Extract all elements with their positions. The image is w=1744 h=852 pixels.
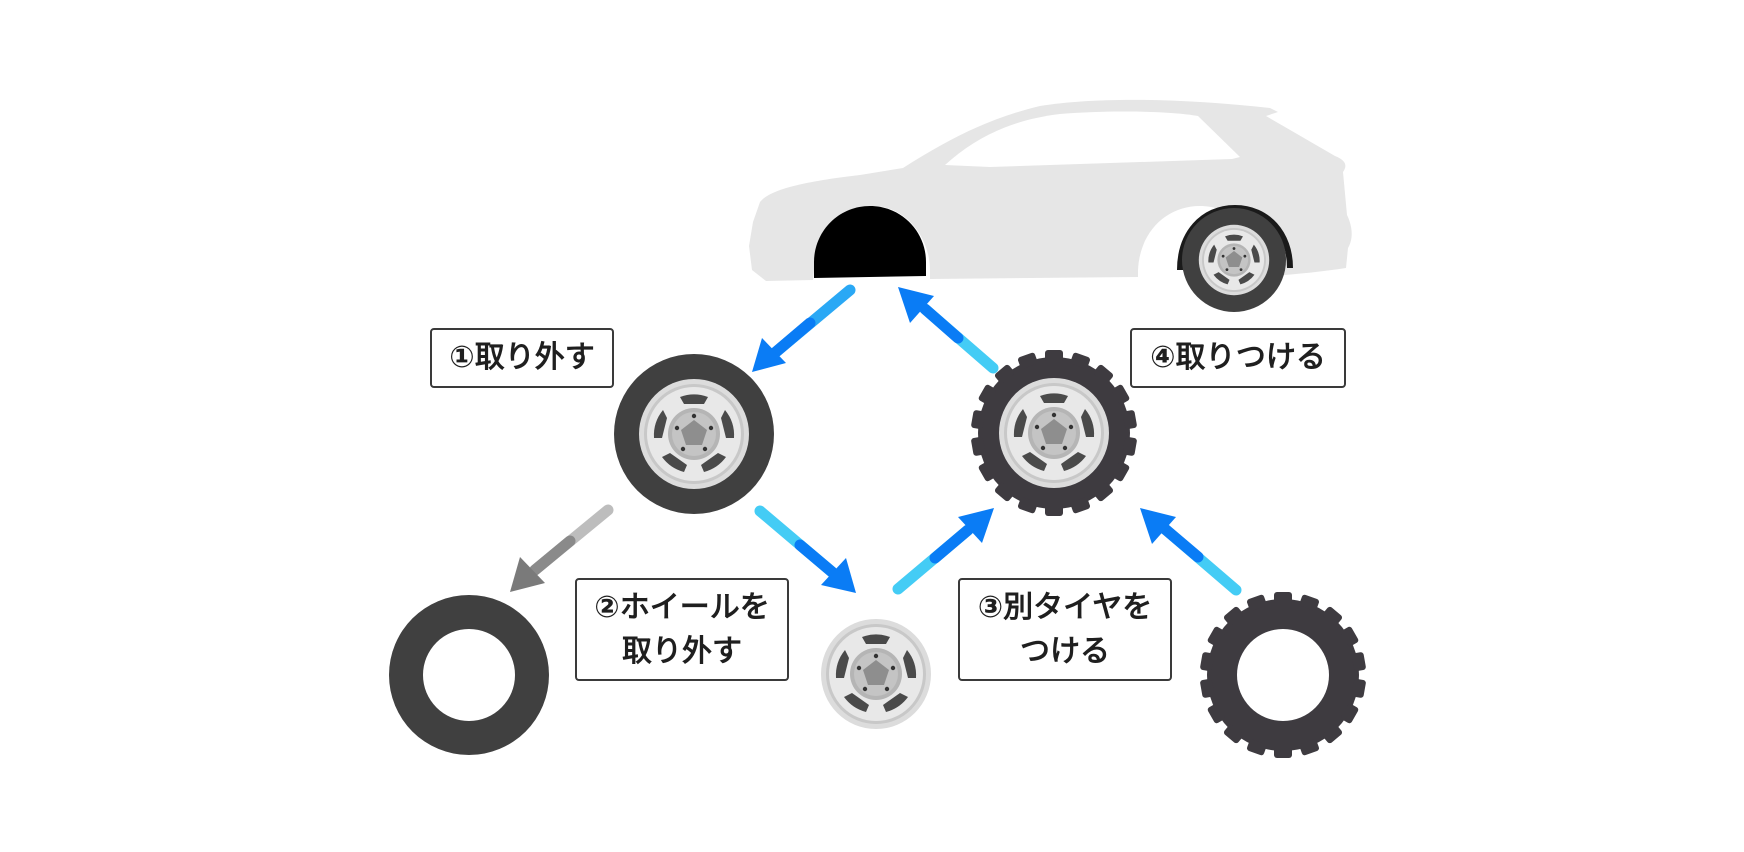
step2-label-line2: 取り外す	[622, 634, 742, 669]
car-window	[945, 111, 1240, 167]
new-wheel-assembled	[970, 350, 1138, 516]
rear-wheel	[1182, 208, 1286, 312]
old-tire	[389, 595, 549, 755]
removed-wheel	[614, 354, 774, 514]
new-tire	[1199, 592, 1367, 758]
arrows	[510, 284, 1242, 596]
step4-label: ④取りつける	[1130, 328, 1346, 388]
front-wheel-well	[814, 206, 926, 278]
step4-label-line1: ④取りつける	[1150, 340, 1326, 375]
arrow-discard-tire	[510, 504, 614, 592]
arrow-install-wheel	[898, 287, 999, 374]
arrow-remove-rim	[754, 505, 856, 593]
step1-label-line1: ①取り外す	[449, 340, 595, 375]
step3-label-line1: ③別タイヤを	[977, 590, 1153, 625]
bare-rim	[821, 619, 931, 729]
arrow-mount-rim	[892, 508, 994, 595]
step3-label: ③別タイヤを つける	[958, 578, 1172, 681]
step2-label-line1: ②ホイールを	[594, 590, 770, 625]
car-silhouette	[749, 99, 1352, 312]
step1-label: ①取り外す	[430, 328, 614, 388]
arrow-mount-new-tire	[1140, 508, 1242, 596]
step2-label: ②ホイールを 取り外す	[575, 578, 789, 681]
step3-label-line2: つける	[1020, 634, 1110, 669]
arrow-remove-wheel	[752, 284, 856, 372]
